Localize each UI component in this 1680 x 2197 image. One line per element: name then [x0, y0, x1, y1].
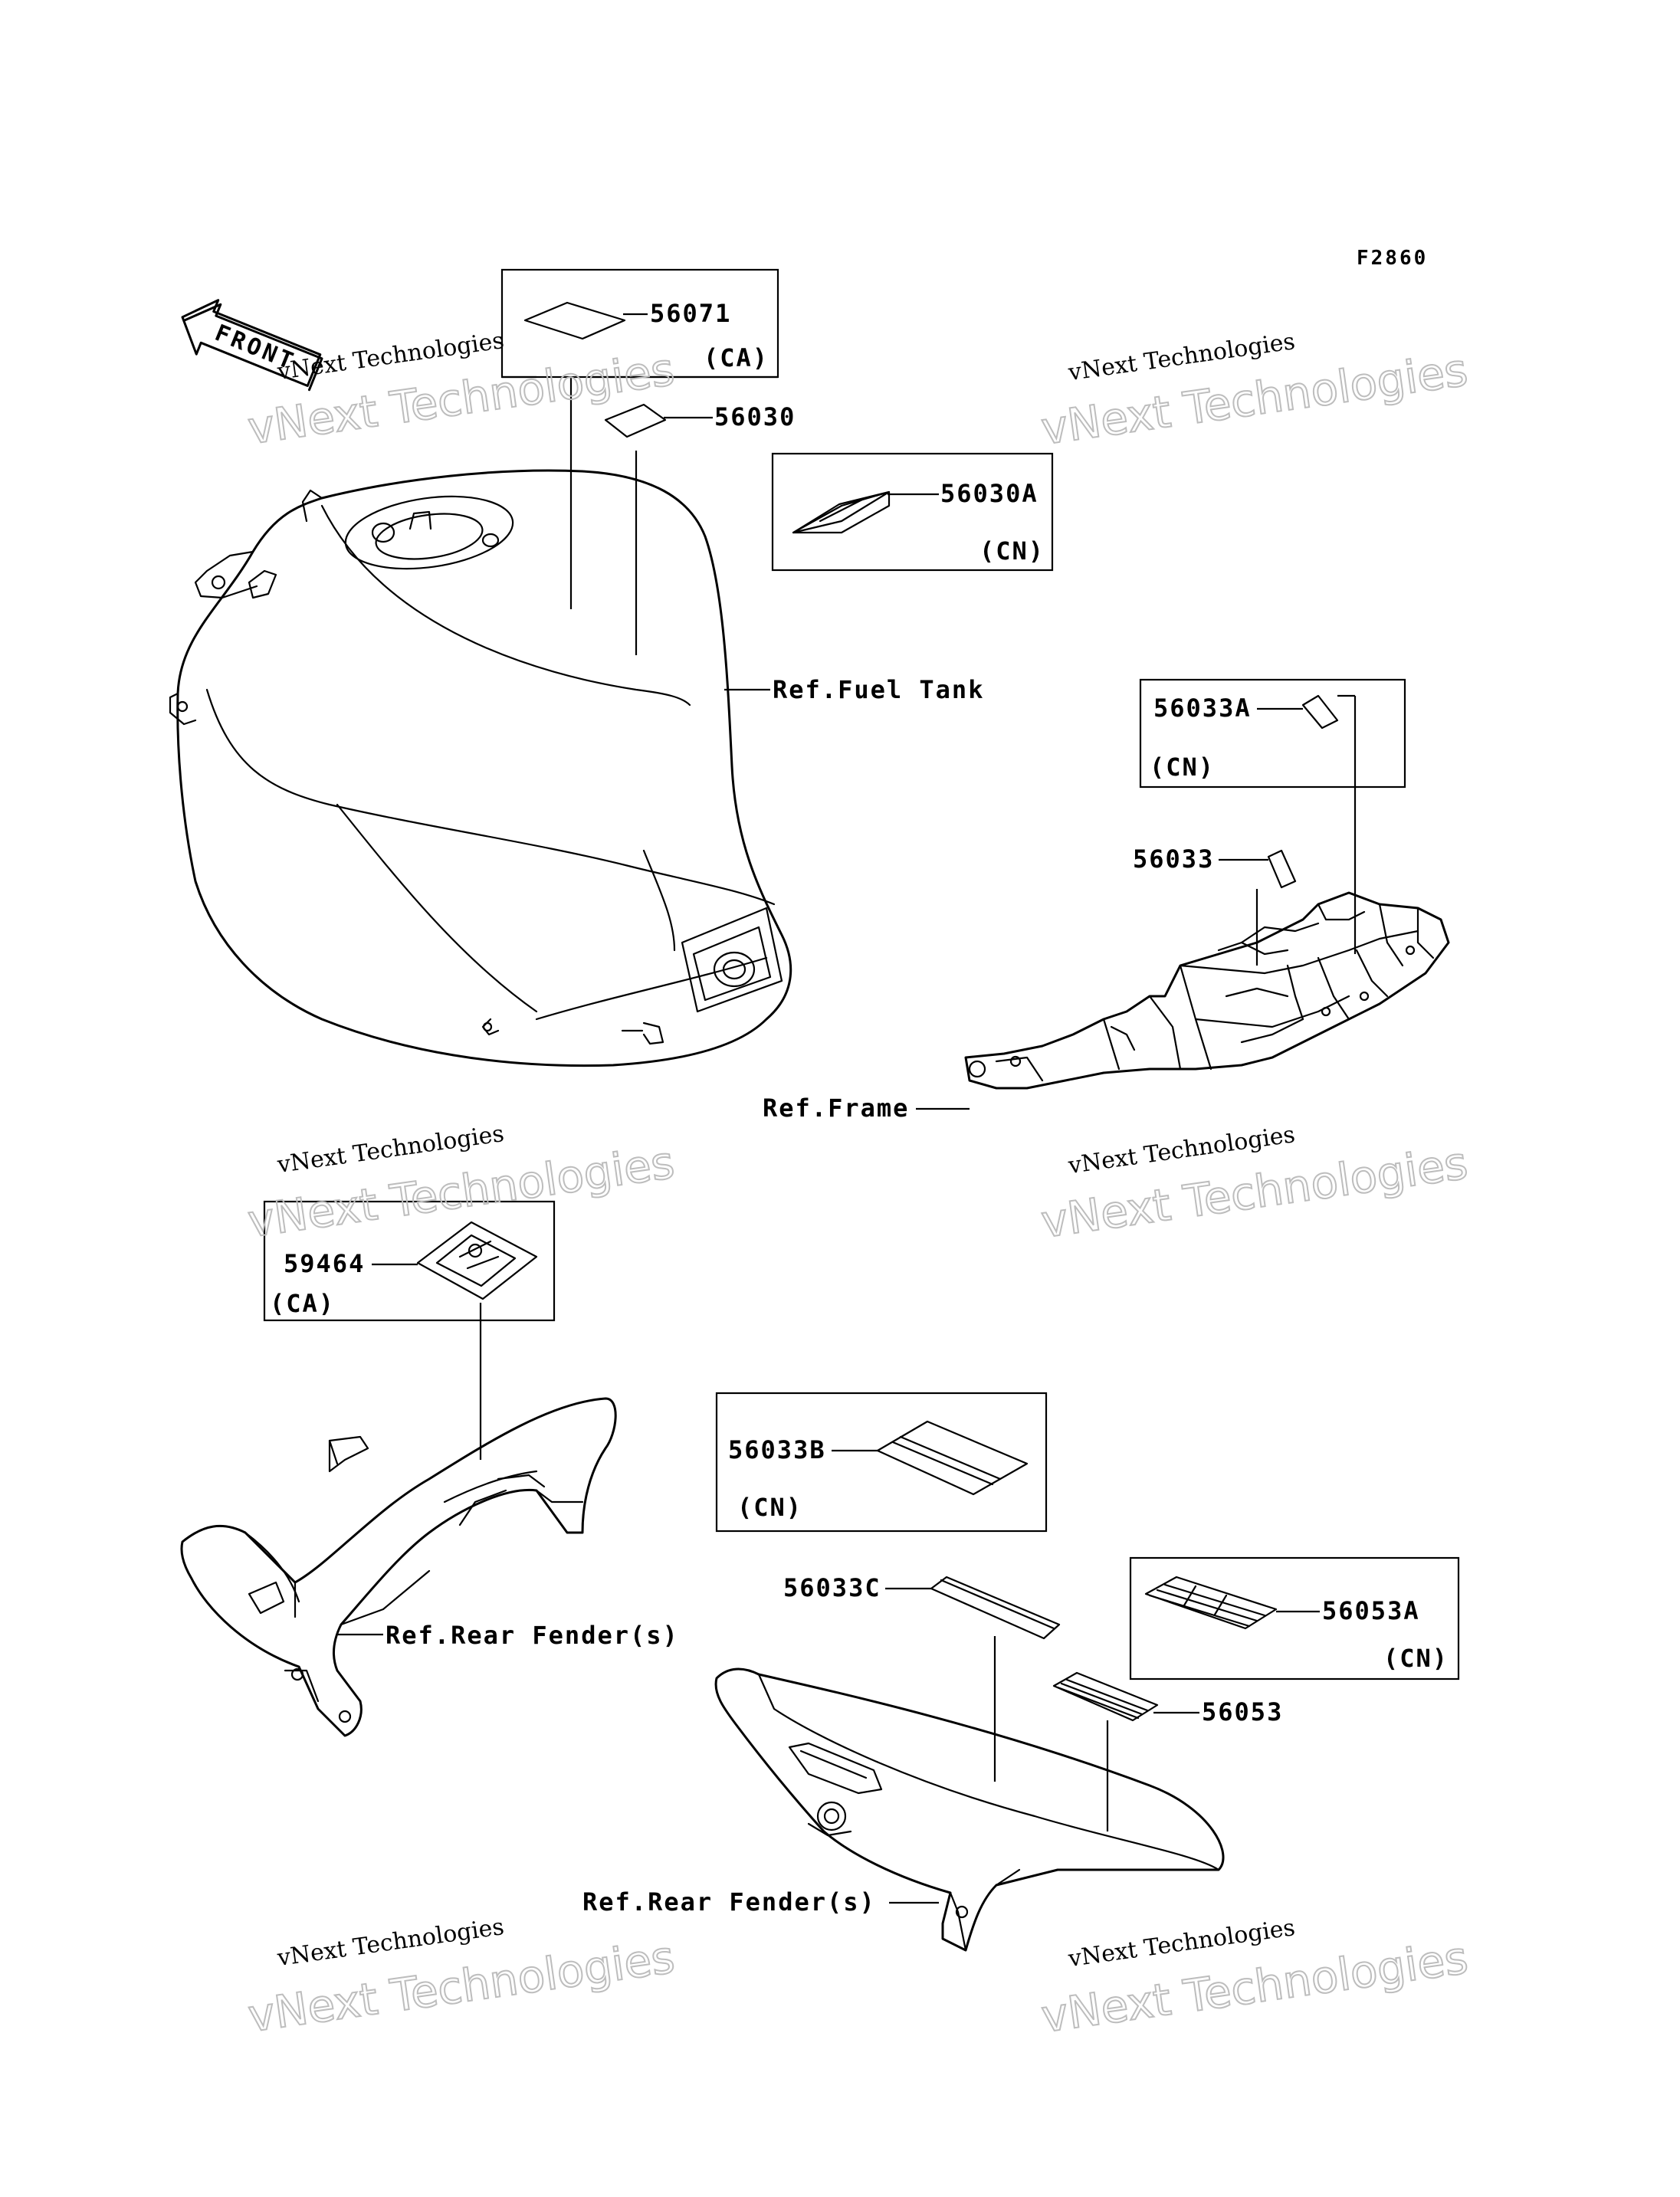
watermark-middle-right: vNext Technologies vNext Technologies [1037, 1121, 1471, 1249]
part-56033B-region: (CN) [737, 1493, 802, 1522]
rear-fender-right-drawing [714, 1667, 1225, 1952]
decal-56033-icon [1267, 849, 1297, 889]
frame-drawing [964, 891, 1450, 1090]
part-56053-number: 56053 [1202, 1697, 1283, 1726]
decal-59464-icon [416, 1221, 538, 1300]
watermark-middle-left: vNext Technologies vNext Technologies [244, 1120, 678, 1248]
part-56033A-number: 56033A [1153, 694, 1252, 723]
ref-rear-fender-label-1: Ref.Rear Fender(s) [386, 1621, 679, 1650]
part-56033B-number: 56033B [728, 1435, 826, 1464]
part-56030-number: 56030 [714, 402, 796, 431]
front-arrow-icon: FRONT [181, 299, 323, 392]
ref-rear-fender-label-2: Ref.Rear Fender(s) [582, 1887, 876, 1917]
part-56030A-box [771, 452, 1054, 572]
part-56071-region: (CA) [704, 343, 769, 372]
part-56053A-number: 56053A [1322, 1596, 1420, 1625]
watermark-bottom-right: vNext Technologies vNext Technologies [1038, 1914, 1472, 2044]
figure-code: F2860 [1357, 247, 1428, 270]
decal-56033A-icon [1301, 694, 1339, 730]
part-56030A-number: 56030A [940, 479, 1039, 508]
part-59464-number: 59464 [284, 1249, 365, 1278]
ref-fuel-tank-label: Ref.Fuel Tank [773, 675, 984, 704]
part-56071-number: 56071 [650, 299, 731, 328]
decal-56033C-icon [930, 1576, 1061, 1640]
fuel-tank-drawing [169, 469, 792, 1067]
decal-56033B-icon [876, 1420, 1029, 1496]
ref-frame-label: Ref.Frame [763, 1094, 909, 1123]
part-56053A-box [1129, 1556, 1460, 1681]
decal-56030-icon [604, 403, 667, 438]
part-56033A-region: (CN) [1150, 753, 1215, 782]
decal-56053-icon [1052, 1671, 1159, 1722]
rear-fender-left-drawing [180, 1397, 617, 1737]
part-59464-region: (CA) [270, 1289, 335, 1318]
part-56033B-box [715, 1392, 1048, 1533]
part-56053A-region: (CN) [1383, 1644, 1449, 1673]
part-56033-number: 56033 [1133, 844, 1214, 874]
watermark-top-right: vNext Technologies vNext Technologies [1037, 328, 1471, 456]
part-56033C-number: 56033C [783, 1573, 881, 1602]
decal-56053A-icon [1144, 1576, 1278, 1630]
part-59464-box [263, 1200, 556, 1322]
part-56033A-box [1139, 678, 1406, 789]
decal-56071-icon [523, 301, 626, 340]
part-56030A-region: (CN) [979, 536, 1045, 566]
